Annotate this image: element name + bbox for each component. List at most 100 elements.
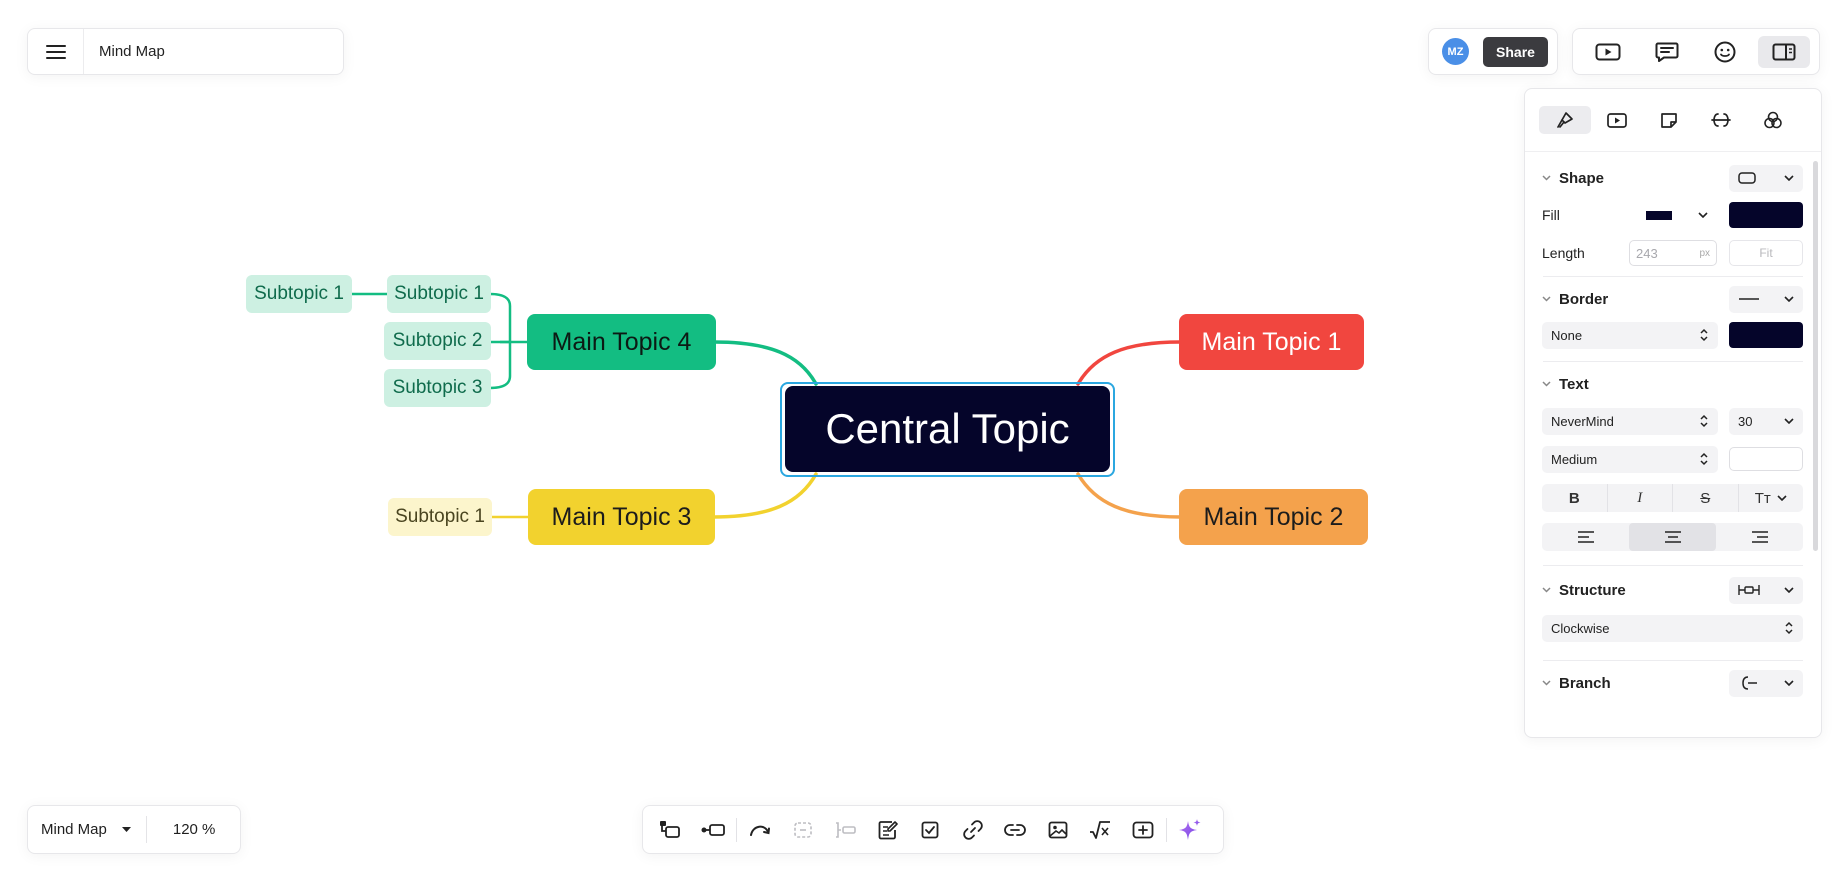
chevron-down-icon (1542, 587, 1551, 593)
border-style-select[interactable]: None (1542, 321, 1718, 349)
slideshow-icon[interactable] (1591, 106, 1643, 134)
attachment-icon[interactable] (1122, 813, 1165, 847)
updown-chevron-icon (1700, 452, 1708, 466)
image-icon[interactable] (1037, 813, 1080, 847)
fill-style-dropdown[interactable] (1629, 202, 1717, 229)
rounded-rect-icon (1738, 172, 1756, 184)
subtopic-4-2[interactable]: Subtopic 2 (384, 322, 491, 360)
fit-button[interactable]: Fit (1729, 240, 1803, 266)
fill-label: Fill (1542, 207, 1560, 223)
border-line-dropdown[interactable] (1729, 285, 1803, 313)
chevron-down-icon (1698, 212, 1708, 218)
mode-zoom-bar: Mind Map 120 % (27, 805, 241, 854)
align-center-icon[interactable] (1629, 523, 1716, 551)
shape-type-dropdown[interactable] (1729, 164, 1803, 192)
sticky-note-icon[interactable] (1643, 106, 1695, 134)
format-panel: Shape Fill Length 243 px (1524, 88, 1822, 738)
chevron-down-icon (1542, 175, 1551, 181)
chevron-down-icon (1784, 175, 1794, 181)
updown-chevron-icon (1700, 414, 1708, 428)
font-family-select[interactable]: NeverMind (1542, 407, 1718, 435)
strikethrough-button[interactable]: S (1673, 484, 1739, 512)
main-topic-1[interactable]: Main Topic 1 (1179, 314, 1364, 370)
hamburger-menu-icon[interactable] (28, 29, 84, 74)
chevron-down-icon (1542, 680, 1551, 686)
toolbar-divider (1166, 817, 1167, 842)
main-topic-2[interactable]: Main Topic 2 (1179, 489, 1368, 545)
emoji-icon[interactable] (1699, 36, 1751, 68)
subtopic-4-3[interactable]: Subtopic 3 (384, 369, 491, 407)
text-align-group (1542, 523, 1803, 551)
summary-icon[interactable] (824, 813, 867, 847)
length-input[interactable]: 243 px (1629, 240, 1717, 266)
text-title: Text (1559, 375, 1589, 393)
web-link-icon[interactable] (994, 813, 1037, 847)
panel-tabs (1525, 89, 1821, 152)
align-right-icon[interactable] (1716, 523, 1803, 551)
share-button[interactable]: Share (1483, 36, 1548, 67)
relationship-icon[interactable] (739, 813, 782, 847)
border-color-swatch[interactable] (1729, 322, 1803, 348)
text-case-label: Tт (1754, 489, 1771, 507)
updown-chevron-icon (1700, 328, 1708, 342)
sidebar-panel-icon[interactable] (1757, 35, 1810, 68)
main-topic-4[interactable]: Main Topic 4 (527, 314, 716, 370)
panel-scrollbar[interactable] (1813, 161, 1818, 551)
structure-title: Structure (1559, 581, 1626, 599)
border-section-header[interactable]: Border (1542, 291, 1608, 308)
italic-button[interactable]: I (1608, 484, 1673, 512)
text-color-swatch[interactable] (1729, 447, 1803, 471)
text-case-dropdown[interactable]: Tт (1739, 484, 1804, 512)
structure-section-header[interactable]: Structure (1542, 582, 1626, 599)
caret-down-icon (121, 827, 131, 832)
bold-button[interactable]: B (1542, 484, 1608, 512)
toolbar-divider (736, 817, 737, 842)
map-style-icon[interactable] (1695, 106, 1747, 134)
branch-section-header[interactable]: Branch (1542, 675, 1611, 692)
ai-sparkle-icon[interactable] (1169, 813, 1212, 847)
insert-subtopic-icon[interactable] (692, 813, 735, 847)
document-title[interactable]: Mind Map (99, 43, 165, 60)
document-title-bar: Mind Map (27, 28, 344, 75)
text-section: Text NeverMind 30 Medium B I S (1525, 366, 1821, 551)
chevron-down-icon (1542, 296, 1551, 302)
note-icon[interactable] (867, 813, 910, 847)
map-type-dropdown[interactable]: Mind Map (28, 816, 147, 843)
font-weight-value: Medium (1551, 451, 1598, 467)
subtopic-4-1[interactable]: Subtopic 1 (387, 275, 491, 313)
boundary-icon[interactable] (782, 813, 825, 847)
outline-icon[interactable] (1641, 36, 1693, 68)
link-icon[interactable] (952, 813, 995, 847)
insert-toolbar (642, 805, 1224, 854)
central-topic[interactable]: Central Topic (785, 386, 1110, 472)
fill-style-swatch (1646, 210, 1672, 220)
structure-section: Structure Clockwise (1525, 572, 1821, 648)
align-left-icon[interactable] (1542, 523, 1629, 551)
presentation-icon[interactable] (1582, 36, 1634, 68)
theme-icon[interactable] (1747, 106, 1799, 134)
shape-section-header[interactable]: Shape (1542, 170, 1604, 187)
chevron-down-icon (1542, 381, 1551, 387)
structure-direction-select[interactable]: Clockwise (1542, 614, 1803, 642)
map-type-label: Mind Map (41, 821, 107, 838)
length-value: 243 (1636, 245, 1658, 261)
updown-chevron-icon (1785, 621, 1793, 635)
font-weight-select[interactable]: Medium (1542, 445, 1718, 473)
style-brush-icon[interactable] (1539, 106, 1591, 134)
task-icon[interactable] (909, 813, 952, 847)
font-size-select[interactable]: 30 (1729, 407, 1803, 435)
avatar[interactable]: MZ (1442, 38, 1469, 65)
shape-title: Shape (1559, 169, 1605, 187)
equation-icon[interactable] (1079, 813, 1122, 847)
structure-type-dropdown[interactable] (1729, 576, 1803, 604)
subtopic-4-1-child[interactable]: Subtopic 1 (246, 275, 352, 313)
insert-topic-icon[interactable] (649, 813, 692, 847)
branch-style-dropdown[interactable] (1729, 669, 1803, 697)
fill-color-swatch[interactable] (1729, 202, 1803, 228)
main-topic-3[interactable]: Main Topic 3 (528, 489, 715, 545)
subtopic-3-1[interactable]: Subtopic 1 (388, 498, 492, 536)
chevron-down-icon (1784, 680, 1794, 686)
text-section-header[interactable]: Text (1542, 376, 1589, 393)
zoom-level[interactable]: 120 % (172, 821, 216, 838)
